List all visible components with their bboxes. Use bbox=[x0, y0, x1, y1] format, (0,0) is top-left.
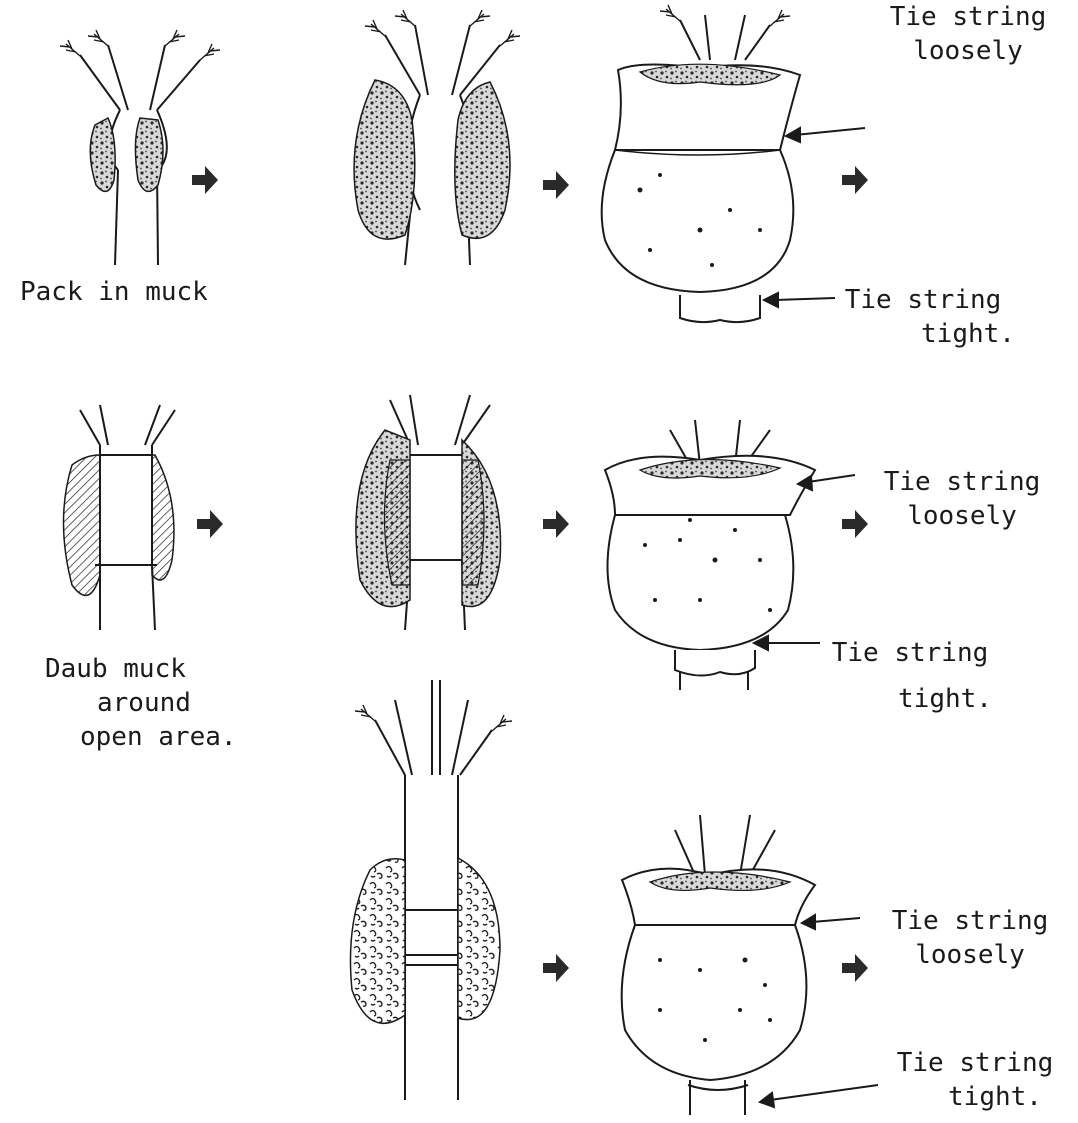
row3-callout-loosely-line1: Tie string bbox=[870, 904, 1070, 938]
arrow-left-icon bbox=[760, 1085, 878, 1107]
row2-callout-loosely-line1: Tie string bbox=[857, 465, 1067, 499]
row3-step2-muck-right bbox=[458, 858, 500, 1020]
row3-step3-bag bbox=[622, 815, 815, 1115]
row2-step1-muck-right bbox=[152, 455, 174, 580]
row3-step2-muck-left bbox=[350, 859, 405, 1024]
row1-step2-muck-right bbox=[455, 82, 510, 238]
arrow-right-icon bbox=[543, 954, 569, 982]
row1-step1-muck-left bbox=[90, 118, 115, 191]
arrow-right-icon bbox=[197, 510, 223, 538]
row1-step3-bag bbox=[602, 5, 800, 322]
arrow-right-icon bbox=[192, 166, 218, 194]
row1-step1-muck-right bbox=[135, 118, 163, 191]
row3-callout-tight-line2: tight. bbox=[920, 1080, 1070, 1114]
row2-step2-hatch-left bbox=[384, 460, 410, 585]
row3-callout-loosely-line2: loosely bbox=[870, 938, 1070, 972]
row1-callout-loosely-line2: loosely bbox=[868, 34, 1068, 68]
row3-callout-tight-line1: Tie string bbox=[880, 1046, 1070, 1080]
arrow-right-icon bbox=[842, 166, 868, 194]
arrow-left-icon bbox=[754, 636, 820, 650]
row2-step1-muck-left bbox=[64, 455, 101, 595]
row2-caption-line2: around bbox=[97, 686, 191, 720]
row1-callout-tight-line1: Tie string bbox=[838, 283, 1008, 317]
row2-caption-line1: Daub muck bbox=[45, 652, 186, 686]
row2-step3-bag bbox=[605, 420, 815, 690]
row2-step2-hatch-right bbox=[462, 460, 484, 585]
row2-callout-tight-line2: tight. bbox=[845, 682, 1045, 716]
arrow-right-icon bbox=[842, 954, 868, 982]
row1-callout-tight-line2: tight. bbox=[868, 317, 1068, 351]
row2-callout-loosely-line2: loosely bbox=[857, 499, 1067, 533]
arrow-right-icon bbox=[543, 171, 569, 199]
arrow-left-icon bbox=[764, 293, 835, 307]
arrow-left-icon bbox=[786, 128, 865, 142]
row1-step2-muck-left bbox=[354, 80, 415, 239]
row1-caption: Pack in muck bbox=[20, 275, 208, 309]
row1-callout-loosely-line1: Tie string bbox=[868, 0, 1068, 34]
arrow-right-icon bbox=[543, 510, 569, 538]
row2-caption-line3: open area. bbox=[80, 720, 237, 754]
arrow-left-icon bbox=[802, 915, 860, 929]
row2-callout-tight-line1: Tie string bbox=[825, 636, 995, 670]
